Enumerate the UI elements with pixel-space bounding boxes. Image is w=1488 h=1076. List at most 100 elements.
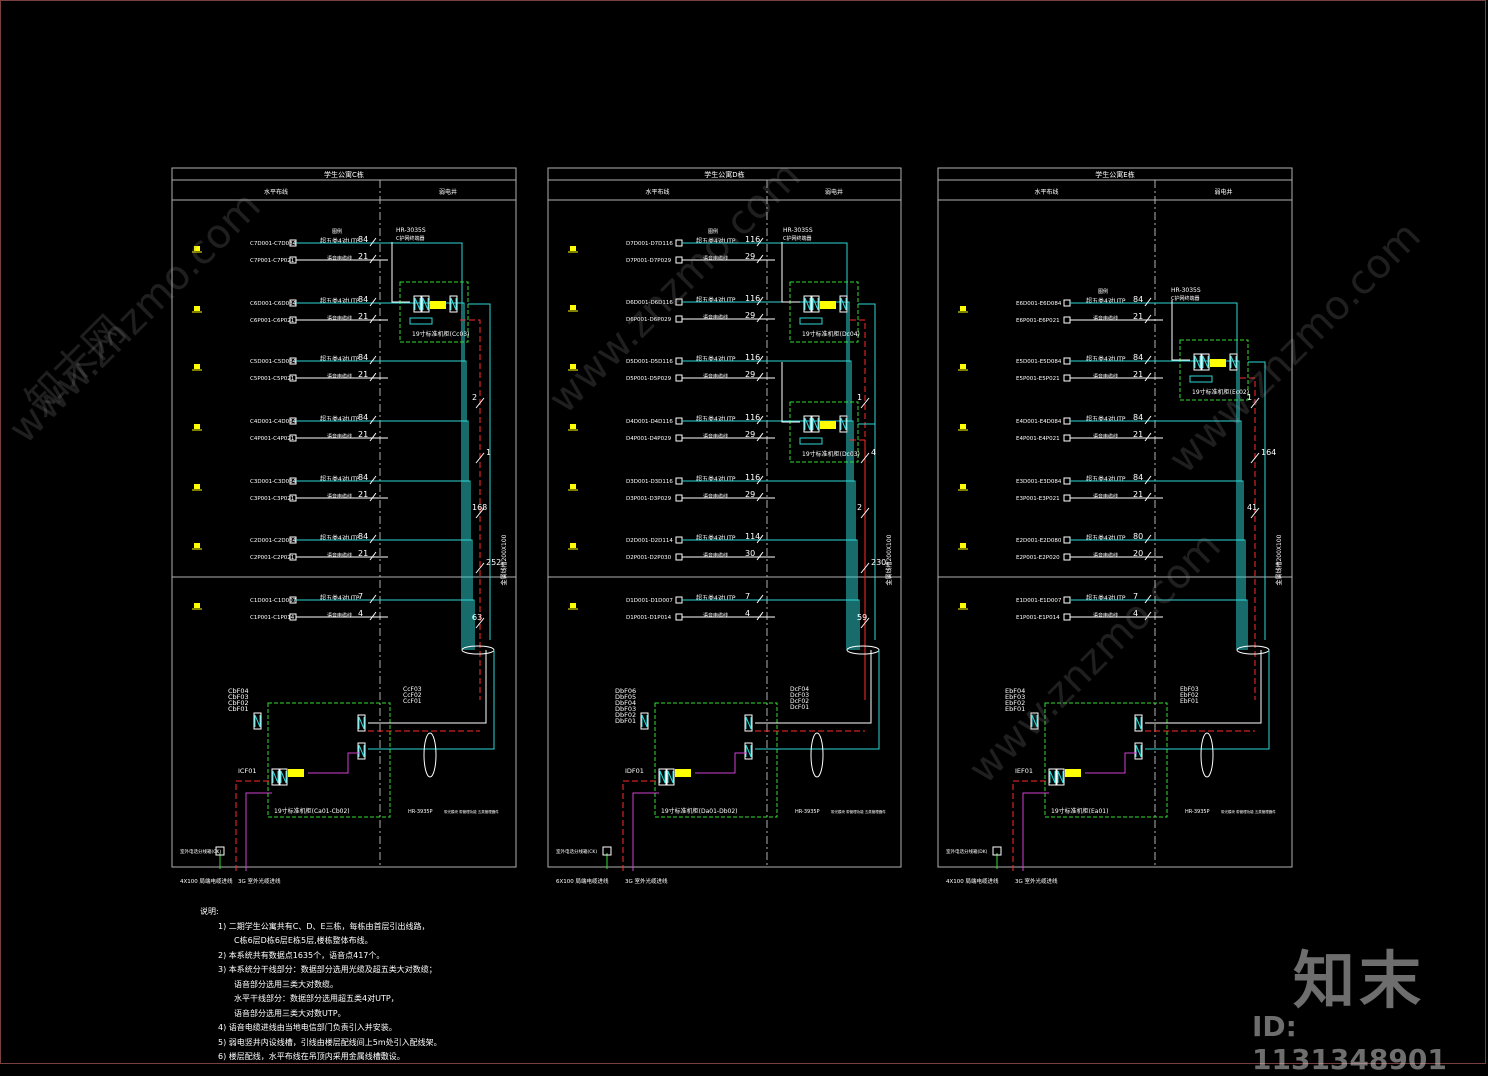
outlet-icon (960, 306, 966, 311)
main-cabinet-outline (1044, 702, 1168, 818)
patch-panel-box (1193, 353, 1202, 371)
data-cable-label: 超五类4对UTP (1086, 297, 1126, 305)
data-point-range: C6D001-C6D084 (250, 301, 297, 307)
voice-cable-label: 语音电缆线 (703, 373, 728, 380)
riser-run (1163, 539, 1246, 650)
distribution-label: DcF01 (790, 704, 809, 711)
riser-trunk-label: 金属线槽200X100 (500, 534, 508, 585)
fiber-patch-box (279, 768, 288, 786)
riser-count: 1 (1247, 393, 1252, 402)
local-fiber-tag: ICF01 (238, 767, 256, 775)
cable-tick (756, 432, 764, 442)
voice-count: 21 (358, 490, 368, 499)
distribution-label: CcF02 (403, 692, 422, 699)
floor-row: C1D001-C1D007C1P001-C1P014超五类4对UTP语音电缆线7… (192, 592, 475, 650)
backbone-fiber (858, 303, 876, 640)
note-line: 4) 语音电缆进线由当地电信部门负责引入并安装。 (218, 1023, 397, 1032)
voice-point-range: D1P001-D1P014 (626, 615, 672, 621)
voice-count: 29 (745, 430, 755, 439)
cabinet-outline (789, 401, 859, 463)
fiber-label: EbF01 (1005, 705, 1025, 713)
data-cable-label: 超五类4对UTP (696, 415, 736, 423)
riser-count: 1 (486, 448, 491, 457)
riser-run (388, 480, 471, 650)
cabinet-feed (1171, 300, 1190, 361)
data-point-range: D4D001-D4D116 (626, 419, 673, 425)
bottom-equipment-note: 带光模块 带管理功能 五类管理器件 (1221, 809, 1276, 814)
cabinet-feed (781, 242, 800, 303)
voice-point-range: D5P001-D5P029 (626, 376, 672, 382)
data-cable-label: 超五类4对UTP (1086, 475, 1126, 483)
note-line: 1) 二期学生公寓共有C、D、E三栋，每栋由首层引出线路， (218, 921, 430, 931)
voice-count: 30 (745, 549, 755, 558)
fiber-label: EbF03 (1005, 693, 1025, 701)
switch-glyph (450, 297, 457, 311)
voice-cable-label: 语音电缆线 (1093, 315, 1118, 322)
cable-tick (1144, 611, 1152, 621)
main-to-riser (755, 650, 872, 724)
riser-run (775, 539, 858, 650)
voice-cable-label: 语音电缆线 (703, 314, 728, 321)
cable-tick (369, 237, 377, 247)
fiber-patch-glyph (272, 770, 279, 784)
voice-patch (799, 437, 823, 445)
riser-count: 1 (857, 393, 862, 402)
core-patch-box (1134, 714, 1143, 732)
fiber-label: CbF04 (228, 687, 249, 695)
data-point-range: D5D001-D5D116 (626, 359, 673, 365)
switch-glyph (840, 297, 847, 311)
distribution-label: DcF04 (790, 686, 809, 693)
voice-cable-label: 语音电缆线 (327, 255, 352, 262)
cable-tick (1144, 492, 1152, 502)
floor-row: E2D001-E2D080E2P001-E2P020超五类4对UTP语音电缆线8… (958, 532, 1246, 650)
core-switch-module (1065, 769, 1081, 777)
fiber-label: CbF03 (228, 693, 249, 701)
data-count: 116 (745, 353, 760, 362)
data-cable-label: 超五类4对UTP (696, 237, 736, 245)
data-cable-label: 超五类4对UTP (320, 415, 360, 423)
patch-panel-box (803, 415, 812, 433)
cabinet-label: 19寸标准机柜(Cc03) (412, 330, 469, 338)
data-point-range: C1D001-C1D007 (250, 598, 297, 604)
main-data-riser (368, 650, 495, 750)
floor-row: E3D001-E3D084E3P001-E3P021超五类4对UTP语音电缆线8… (958, 473, 1244, 650)
fiber-label: DbF01 (615, 717, 636, 725)
backbone-voice (850, 439, 866, 700)
top-equipment-sub: C护网终端器 (1171, 295, 1200, 302)
jack-box (675, 494, 683, 502)
voice-cable-label: 语音电缆线 (1093, 433, 1118, 440)
column-label-shaft: 弱电井 (1214, 188, 1232, 196)
jack-box (675, 553, 683, 561)
outdoor-box-label: 室外电话分线箱(CK) (180, 848, 221, 855)
jack-box (675, 613, 683, 621)
outlet-icon (194, 543, 200, 548)
cable-tick (756, 237, 764, 247)
data-cable-label: 超五类4对UTP (320, 355, 360, 363)
distribution-label: CcF01 (403, 698, 422, 705)
riser-tick (475, 507, 485, 519)
data-point-range: C3D001-C3D084 (250, 479, 297, 485)
cabinet-label: 19寸标准机柜(Ec02) (1192, 388, 1249, 396)
panel-border (171, 167, 517, 868)
outlet-icon (960, 424, 966, 429)
fiber-label: EbF04 (1005, 687, 1025, 695)
outlet-icon (194, 484, 200, 489)
cable-tick (369, 372, 377, 382)
jack-box (1063, 553, 1071, 561)
voice-count: 21 (358, 549, 368, 558)
patch-panel-box (1201, 353, 1210, 371)
data-count: 116 (745, 235, 760, 244)
voice-point-range: E5P001-E5P021 (1016, 376, 1060, 382)
cable-tick (1144, 314, 1152, 324)
jack-box (1063, 417, 1071, 425)
riser-run (388, 599, 475, 650)
jack-box (1063, 536, 1071, 544)
main-to-riser (368, 650, 487, 724)
riser-run (775, 301, 850, 650)
data-cable-label: 超五类4对UTP (696, 296, 736, 304)
cabinet-feed (781, 362, 800, 423)
cable-tick (756, 296, 764, 306)
voice-point-range: D6P001-D6P029 (626, 317, 672, 323)
distribution-label: EbF03 (1180, 686, 1199, 693)
note-line: 语音部分选用三类大对数UTP。 (234, 1008, 346, 1018)
